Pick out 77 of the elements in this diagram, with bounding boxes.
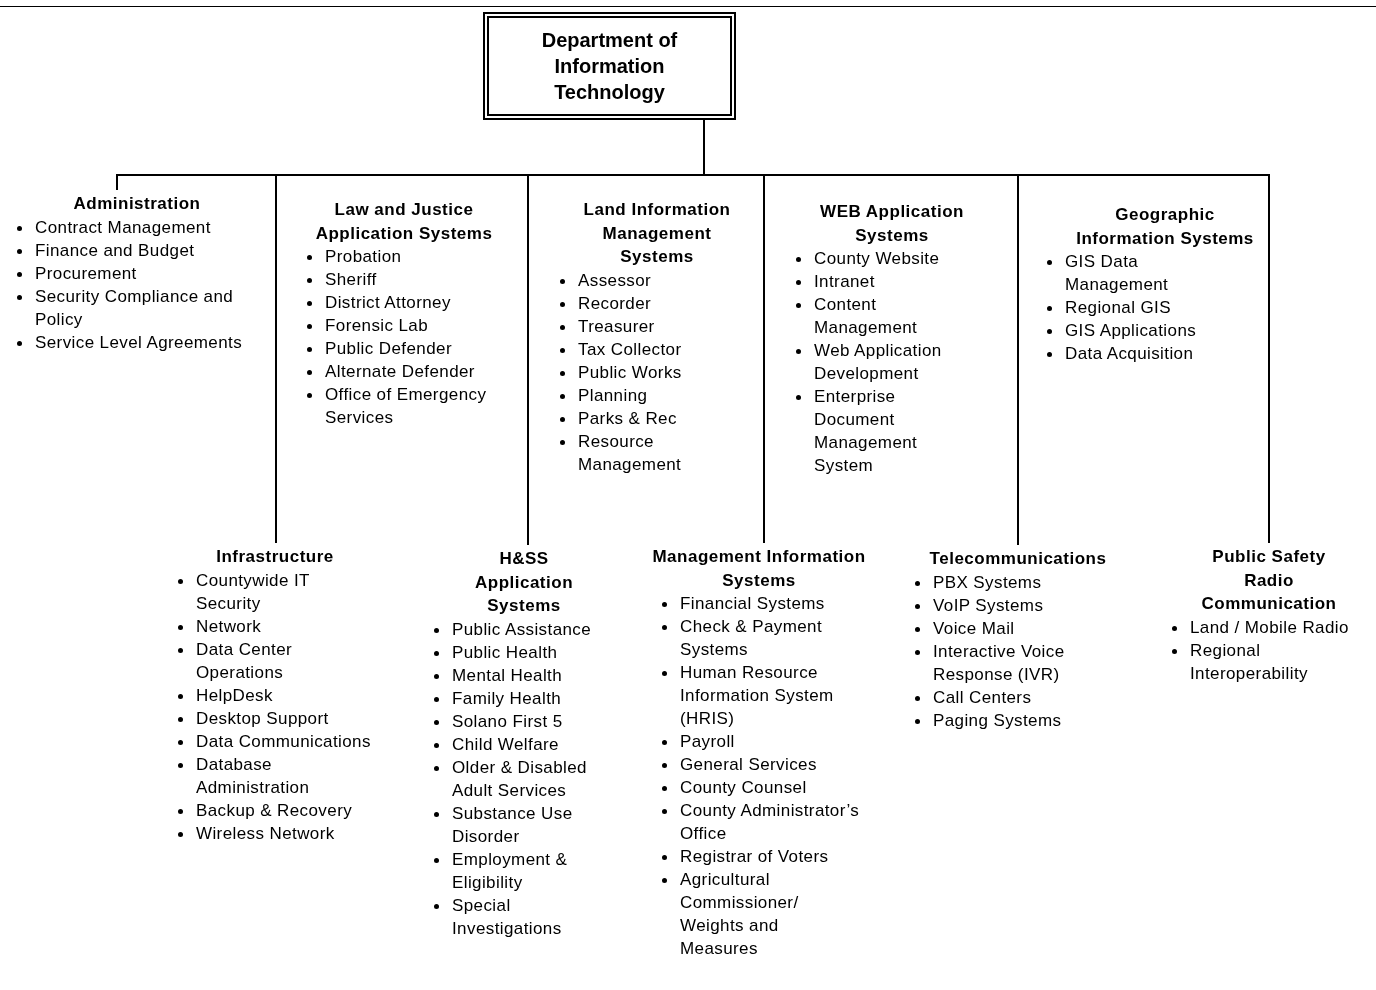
list-item: Older & Disabled Adult Services <box>452 756 588 802</box>
list-item: Probation <box>325 246 403 268</box>
list-item: Payroll <box>680 731 736 753</box>
department-box <box>483 12 736 120</box>
list-item: Service Level Agreements <box>35 331 244 354</box>
unit-title: Infrastructure <box>215 546 335 568</box>
unit-title: Land Information Management Systems <box>582 199 732 268</box>
list-item: Solano First 5 <box>452 710 564 733</box>
list-item: Forensic Lab <box>325 315 430 337</box>
list-item: GIS Applications <box>1065 320 1198 342</box>
unit-title: Public Safety Radio Communication <box>1200 546 1338 615</box>
list-item: Intranet <box>814 271 876 293</box>
list-item: Parks & Rec <box>578 407 678 430</box>
list-item: Data Communications <box>196 730 372 753</box>
list-item: Public Works <box>578 361 683 384</box>
list-item: General Services <box>680 754 818 776</box>
list-item: Data Center Operations <box>196 638 294 684</box>
list-item: Land / Mobile Radio <box>1190 616 1350 639</box>
unit-title: Law and Justice Application Systems <box>314 199 494 245</box>
list-item: Recorder <box>578 292 653 315</box>
unit-title: Administration <box>72 193 202 215</box>
list-item: County Administrator’s Office <box>680 800 860 845</box>
list-item: Enterprise Document Management System <box>814 386 919 477</box>
list-item: Treasurer <box>578 315 656 338</box>
list-item: Wireless Network <box>196 822 336 845</box>
list-item: Special Investigations <box>452 894 563 940</box>
list-item: VoIP Systems <box>933 594 1045 617</box>
list-item: Family Health <box>452 687 563 710</box>
list-item: Database Administration <box>196 753 311 799</box>
list-item: Regional Interoperability <box>1190 639 1309 685</box>
list-item: Sheriff <box>325 269 378 291</box>
list-item: Alternate Defender <box>325 361 476 383</box>
list-item: Call Centers <box>933 686 1033 709</box>
list-item: Planning <box>578 384 649 407</box>
list-item: Finance and Budget <box>35 239 196 262</box>
list-item: Voice Mail <box>933 617 1016 640</box>
list-item: Countywide IT Security <box>196 569 311 615</box>
list-item: Resource Management <box>578 430 683 476</box>
unit-title: WEB Application Systems <box>819 201 965 247</box>
list-item: Assessor <box>578 269 653 292</box>
unit-title: Telecommunications <box>928 548 1108 570</box>
list-item: Employment & Eligibility <box>452 848 569 894</box>
list-item: Procurement <box>35 262 138 285</box>
list-item: Web Application Development <box>814 340 943 385</box>
list-item: Regional GIS <box>1065 297 1172 319</box>
list-item: Human Resource Information System (HRIS) <box>680 662 835 730</box>
list-item: Office of Emergency Services <box>325 384 488 429</box>
list-item: Desktop Support <box>196 707 330 730</box>
list-item: Child Welfare <box>452 733 560 756</box>
list-item: Registrar of Voters <box>680 846 830 868</box>
list-item: PBX Systems <box>933 571 1043 594</box>
unit-title: Geographic Information Systems <box>1075 204 1255 250</box>
unit-title: H&SS Application Systems <box>473 548 575 617</box>
list-item: Tax Collector <box>578 338 683 361</box>
list-item: Agricultural Commissioner/ Weights and Measures <box>680 869 800 960</box>
list-item: Financial Systems <box>680 593 826 615</box>
list-item: County Website <box>814 248 941 270</box>
list-item: Check & Payment Systems <box>680 616 824 661</box>
list-item: Network <box>196 615 263 638</box>
list-item: Content Management <box>814 294 919 339</box>
list-item: HelpDesk <box>196 684 274 707</box>
list-item: Substance Use Disorder <box>452 802 574 848</box>
list-item: District Attorney <box>325 292 452 314</box>
list-item: Contract Management <box>35 216 212 239</box>
list-item: Security Compliance and Policy <box>35 285 235 331</box>
list-item: GIS Data Management <box>1065 251 1170 296</box>
list-item: Backup & Recovery <box>196 799 354 822</box>
list-item: County Counsel <box>680 777 808 799</box>
list-item: Mental Health <box>452 664 564 687</box>
unit-title: Management Information Systems <box>651 546 867 592</box>
list-item: Data Acquisition <box>1065 343 1195 365</box>
department-title: Department of Information Technology <box>540 28 679 105</box>
list-item: Public Assistance <box>452 618 593 641</box>
list-item: Public Defender <box>325 338 453 360</box>
list-item: Public Health <box>452 641 559 664</box>
list-item: Paging Systems <box>933 709 1063 732</box>
list-item: Interactive Voice Response (IVR) <box>933 640 1066 686</box>
